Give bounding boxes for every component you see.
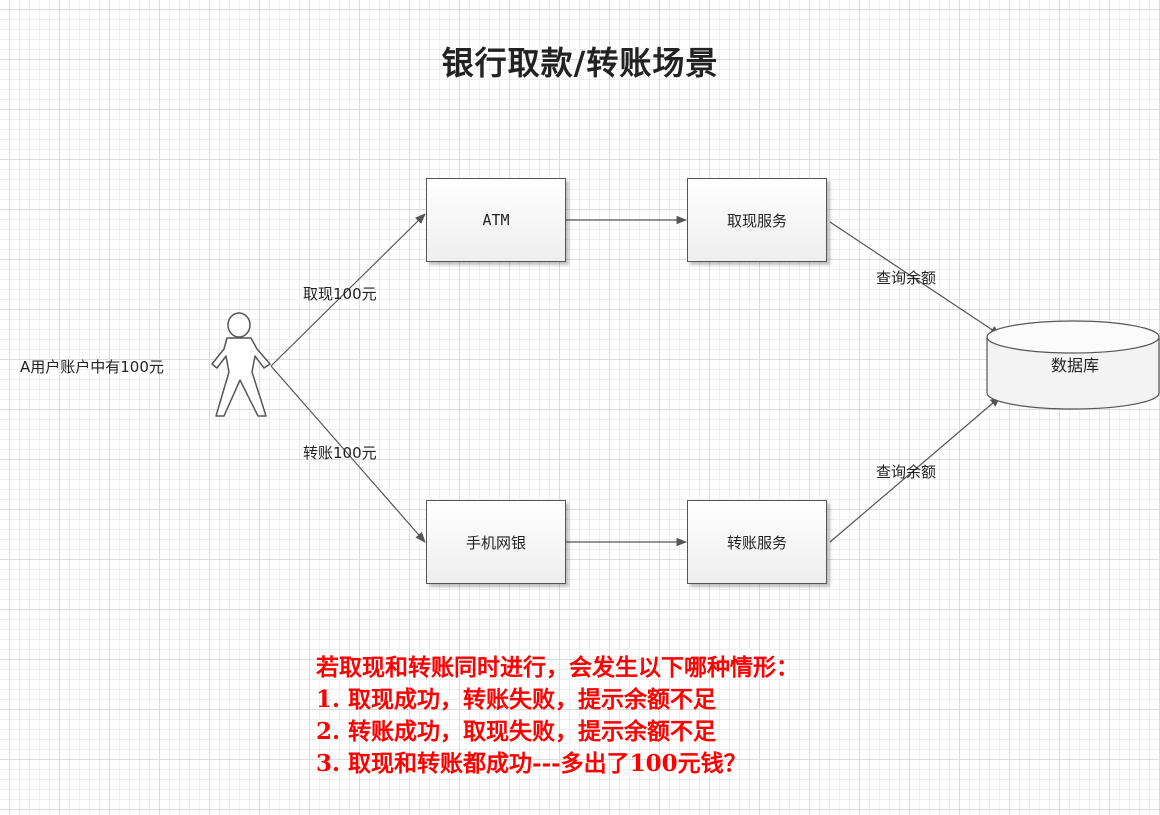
edge-withdraw-service-to-database [829,221,1001,336]
node-withdraw-service-label: 取现服务 [726,211,787,230]
notes-option-2: 2. 转账成功，取现失败，提示余额不足 [316,718,717,745]
notes-option-3: 3. 取现和转账都成功---多出了100元钱？ [316,750,747,777]
node-mobile-bank: 手机网银 [426,500,566,584]
user-actor-icon [211,312,271,417]
node-transfer-service: 转账服务 [687,500,827,584]
user-account-label: A用户账户中有100元 [20,358,164,376]
edge-user-to-mobile-bank [270,365,426,543]
edge-label-withdraw: 取现100元 [303,285,377,303]
node-atm-label: ATM [482,211,510,229]
node-withdraw-service: 取现服务 [687,178,827,262]
notes-question: 若取现和转账同时进行，会发生以下哪种情形： [316,654,799,681]
edge-label-query-balance-bottom: 查询余额 [876,463,937,481]
edge-transfer-service-to-database [829,396,1001,543]
scenario-notes: 若取现和转账同时进行，会发生以下哪种情形： 1. 取现成功，转账失败，提示余额不… [316,652,799,780]
database-cylinder-icon [986,320,1160,410]
node-database-label: 数据库 [1050,356,1099,375]
node-transfer-service-label: 转账服务 [726,533,787,552]
edge-user-to-atm [270,213,426,367]
notes-option-1: 1. 取现成功，转账失败，提示余额不足 [316,686,717,713]
node-atm: ATM [426,178,566,262]
page-title: 银行取款/转账场景 [441,44,719,82]
edge-label-query-balance-top: 查询余额 [876,269,937,287]
node-mobile-bank-label: 手机网银 [465,533,526,552]
edge-label-transfer: 转账100元 [303,444,377,462]
